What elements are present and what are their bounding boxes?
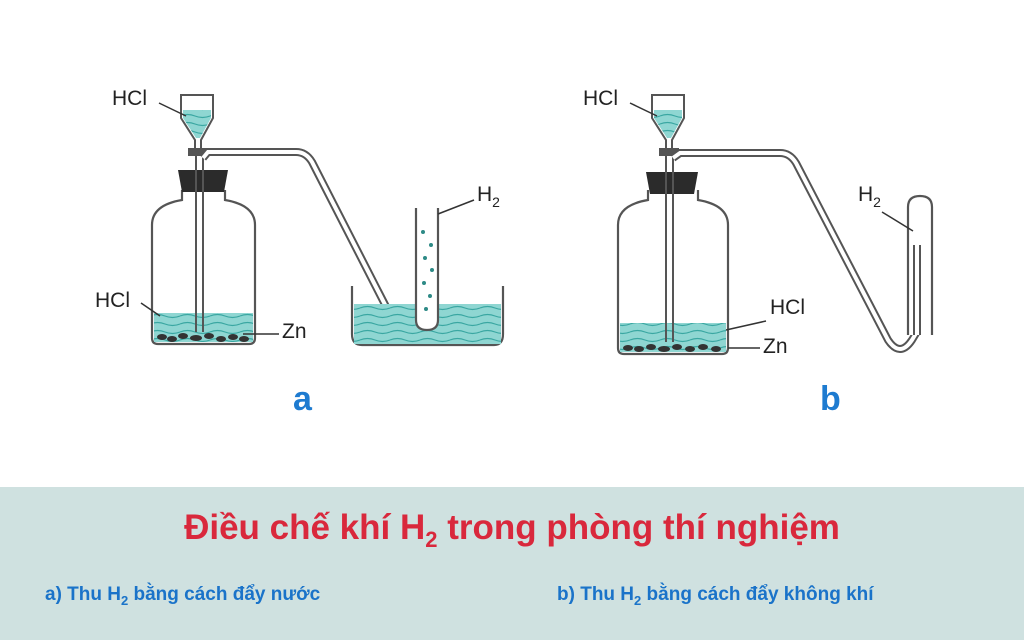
apparatus-b: HCl HCl Zn H2 b: [583, 87, 934, 418]
panel-label-b: b: [820, 380, 841, 418]
panel-label-a: a: [293, 380, 313, 418]
label-hcl-funnel-a: HCl: [112, 87, 147, 110]
apparatus-diagram: HCl HCl Zn H2 a: [95, 87, 934, 418]
zinc-granules-b: [623, 344, 721, 352]
label-h2-a: H2: [477, 183, 500, 210]
dropping-funnel-b: [651, 94, 685, 342]
label-h2-b: H2: [858, 183, 881, 210]
zinc-granules-a: [157, 333, 249, 342]
label-zn-a: Zn: [282, 320, 307, 343]
label-hcl-funnel-b: HCl: [583, 87, 618, 110]
label-hcl-liquid-b: HCl: [770, 296, 805, 319]
apparatus-a: HCl HCl Zn H2 a: [95, 87, 505, 418]
collection-tube-b: [906, 194, 934, 335]
caption-b: b) Thu H2 bằng cách đẩy không khí: [557, 584, 874, 608]
dropping-funnel-a: [180, 94, 214, 332]
label-hcl-liquid-a: HCl: [95, 289, 130, 312]
caption-a: a) Thu H2 bằng cách đẩy nước: [45, 584, 321, 608]
title-banner: [0, 487, 1024, 640]
collection-tube-a: [414, 208, 440, 332]
page-title: Điều chế khí H2 trong phòng thí nghiệm: [184, 508, 840, 552]
label-zn-b: Zn: [763, 335, 788, 358]
